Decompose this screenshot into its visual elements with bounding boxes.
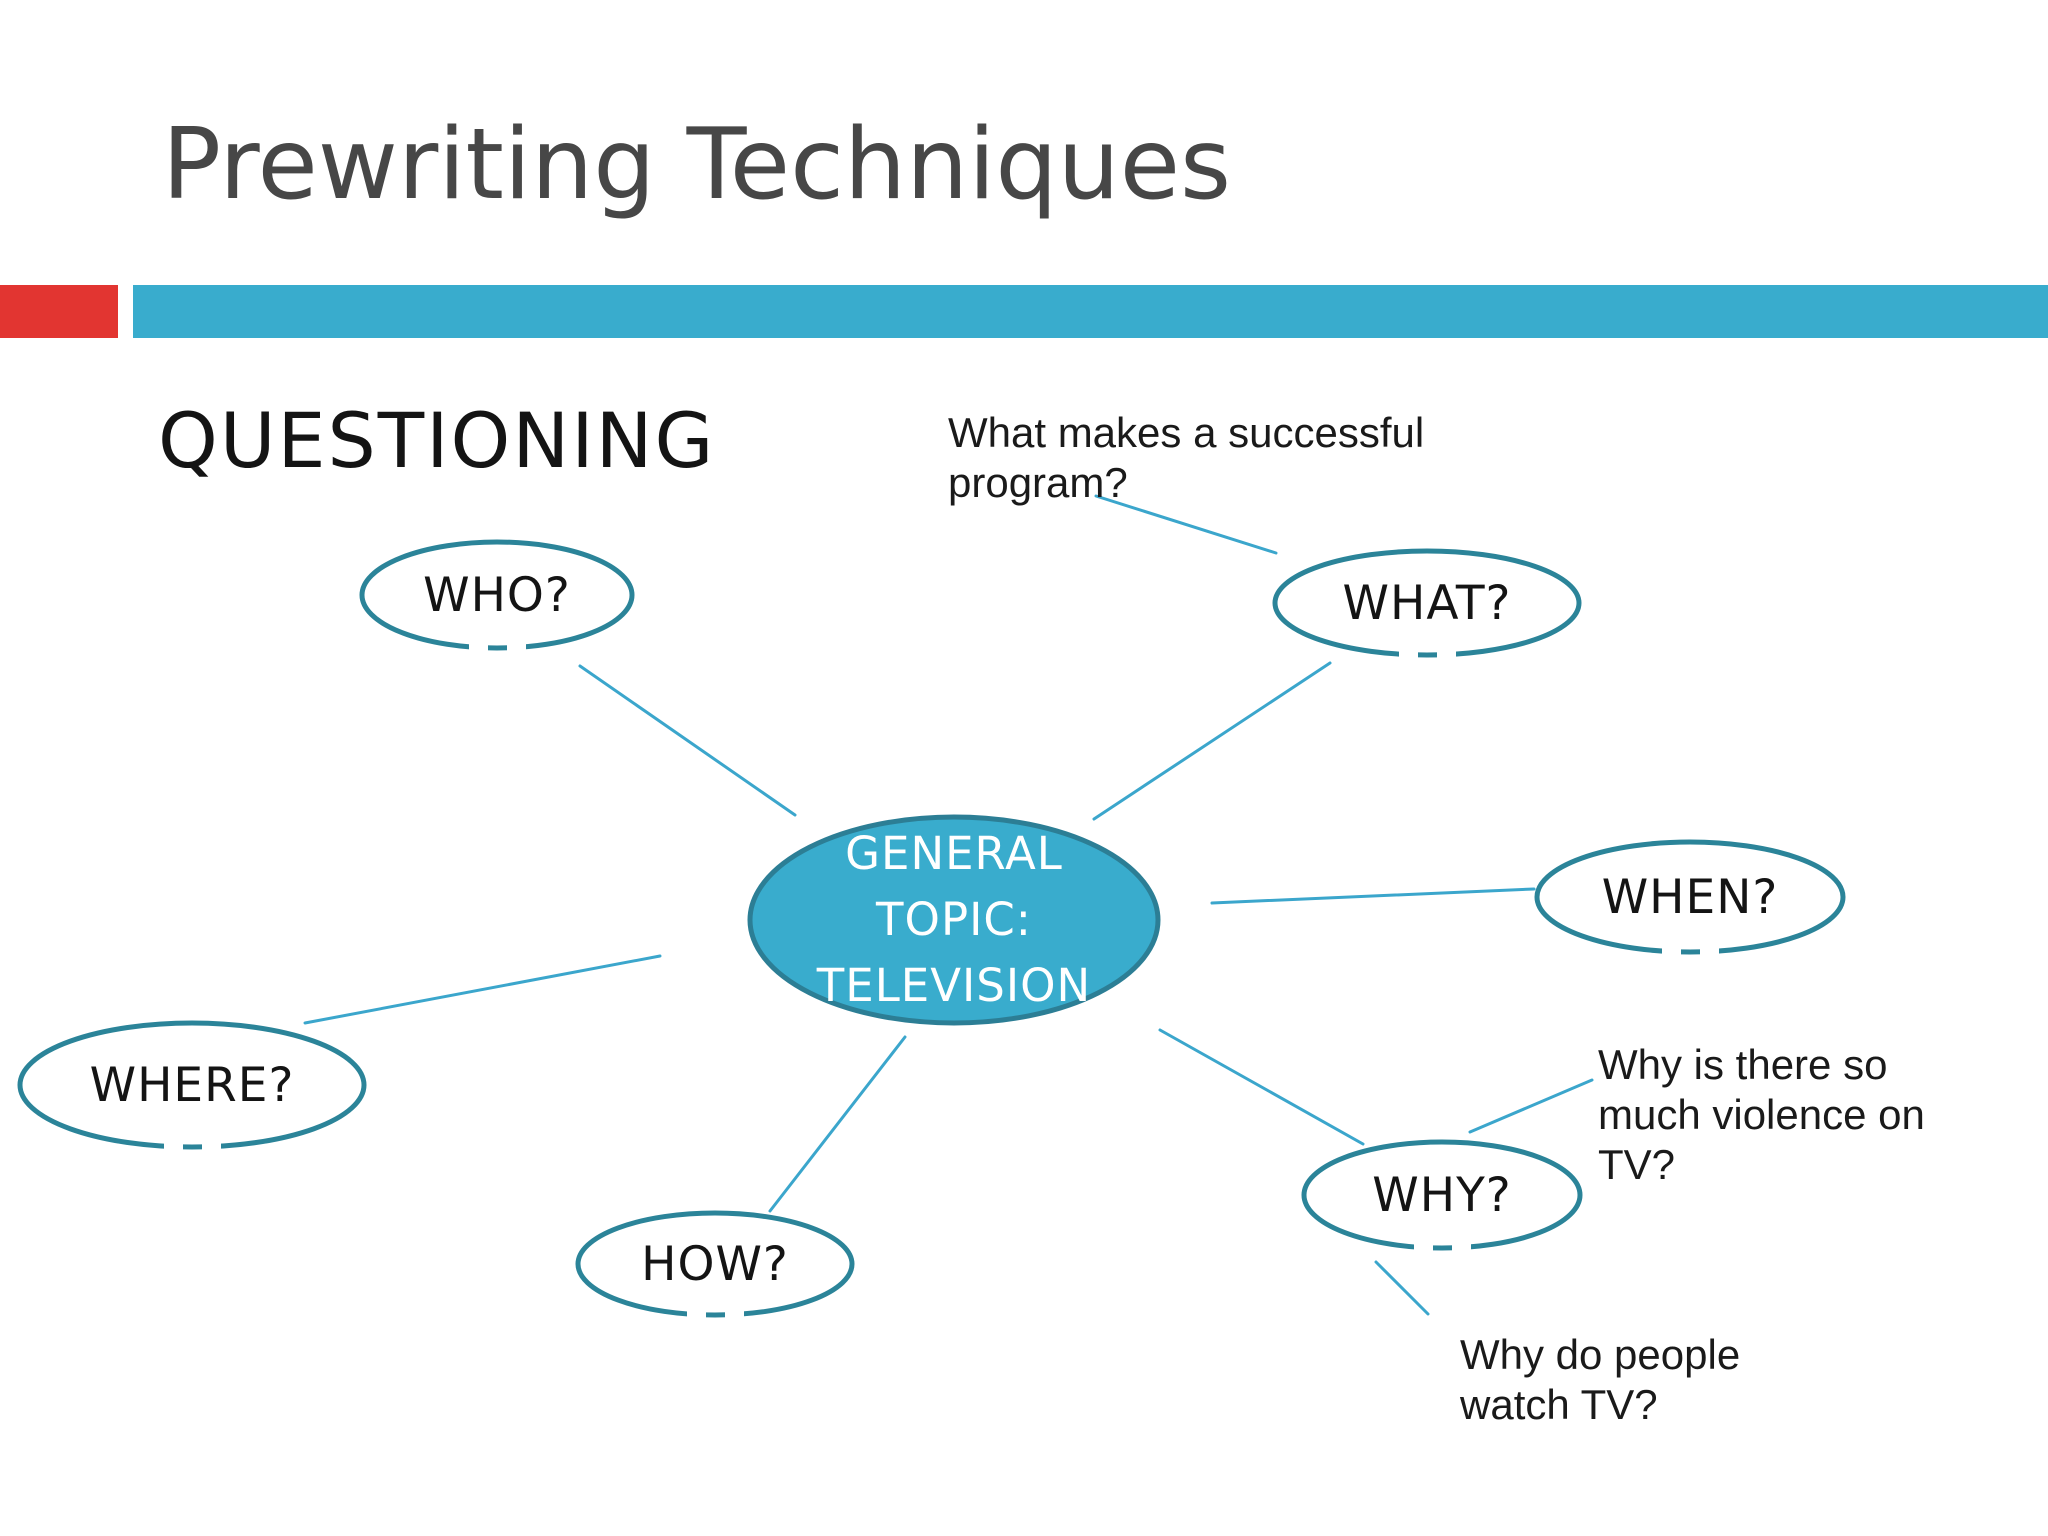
connector-line-note-what xyxy=(1094,494,1278,555)
connector-line-center-where xyxy=(303,954,662,1025)
connector-line-center-who xyxy=(578,664,797,817)
slide-title: Prewriting Techniques xyxy=(162,108,1232,222)
bubble-who: WHO? xyxy=(357,537,637,653)
bubble-where: WHERE? xyxy=(15,1018,369,1152)
bubble-where-label: WHERE? xyxy=(89,1057,295,1113)
bubble-why: WHY? xyxy=(1299,1137,1585,1253)
oval-shape xyxy=(1301,1139,1583,1253)
oval-shape xyxy=(575,1210,855,1320)
connector-line-center-what xyxy=(1092,661,1332,821)
annotation-why-violence: Why is there so much violence on TV? xyxy=(1598,1041,1925,1188)
connector-line-center-why xyxy=(1158,1028,1365,1146)
bubble-how-label: HOW? xyxy=(641,1236,789,1292)
section-heading: QUESTIONING xyxy=(158,396,716,485)
annotation-why-watch: Why do people watch TV? xyxy=(1460,1331,1741,1428)
oval-shape xyxy=(1272,548,1582,660)
connector-line-why-watch xyxy=(1374,1260,1430,1316)
bubble-why-label: WHY? xyxy=(1372,1167,1512,1223)
bubble-who-label: WHO? xyxy=(423,567,571,623)
central-oval-shape xyxy=(747,814,1161,1026)
connector-line-why-violence xyxy=(1468,1078,1594,1134)
connector-line-center-how xyxy=(768,1035,907,1213)
bubble-when: WHEN? xyxy=(1532,837,1848,957)
bubble-what: WHAT? xyxy=(1270,546,1584,660)
bubble-when-label: WHEN? xyxy=(1601,869,1779,925)
oval-shape xyxy=(17,1020,367,1152)
oval-shape xyxy=(1534,839,1846,957)
bubble-how: HOW? xyxy=(573,1208,857,1320)
central-topic-label: GENERAL TOPIC: TELEVISION xyxy=(816,827,1092,1012)
annotation-what-program: What makes a successful program? xyxy=(948,409,1425,506)
oval-shape xyxy=(359,539,635,653)
bubble-what-label: WHAT? xyxy=(1342,575,1512,631)
central-topic-bubble: GENERAL TOPIC: TELEVISION xyxy=(745,812,1163,1028)
connector-line-center-when xyxy=(1210,887,1536,905)
title-divider-bar xyxy=(133,285,2048,338)
red-accent-block xyxy=(0,285,118,338)
